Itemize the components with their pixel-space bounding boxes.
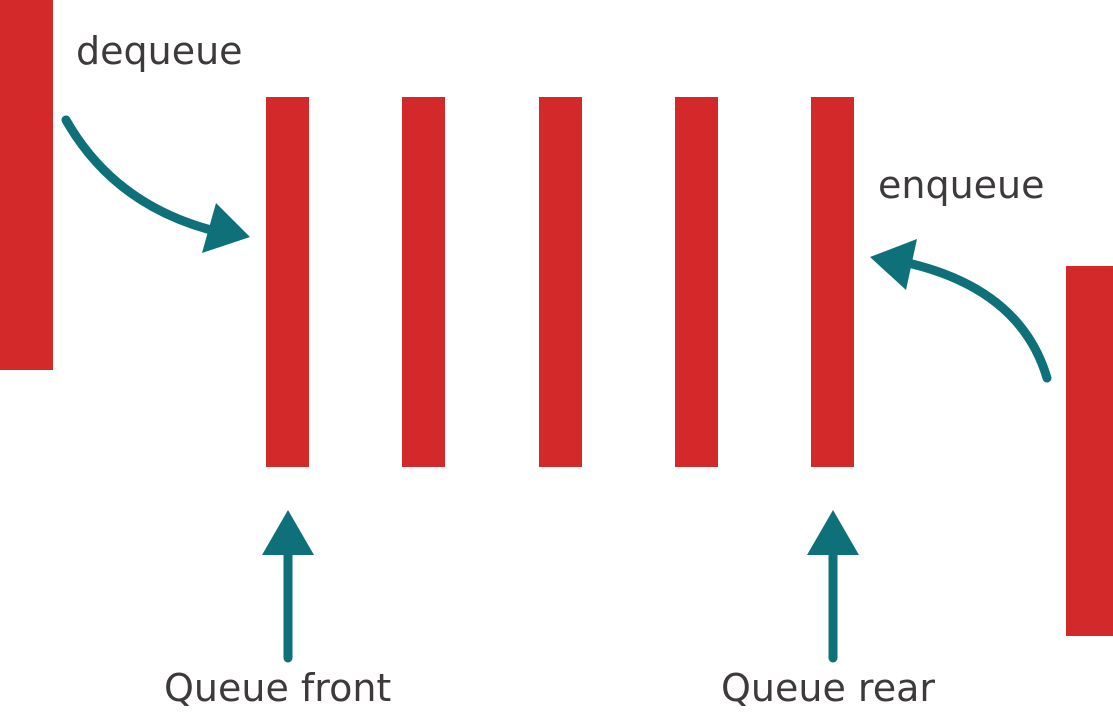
dequeue-label: dequeue xyxy=(76,29,243,73)
queue-item-3 xyxy=(539,97,582,467)
queue-item-1 xyxy=(266,97,309,467)
enqueue-label: enqueue xyxy=(878,163,1045,207)
queue-rear-label: Queue rear xyxy=(721,666,935,710)
enqueued-item xyxy=(1066,266,1113,636)
rear-pointer-arrowhead-icon xyxy=(807,510,859,555)
enqueue-arrow-icon xyxy=(878,253,1052,383)
queue-item-2 xyxy=(402,97,445,467)
queue-item-5 xyxy=(811,97,854,467)
dequeue-arrowhead-icon xyxy=(202,203,250,253)
front-pointer-arrowhead-icon xyxy=(262,510,314,555)
queue-item-4 xyxy=(675,97,718,467)
dequeued-item xyxy=(0,0,53,370)
queue-front-label: Queue front xyxy=(164,666,391,710)
enqueue-arrowhead-icon xyxy=(870,239,917,290)
